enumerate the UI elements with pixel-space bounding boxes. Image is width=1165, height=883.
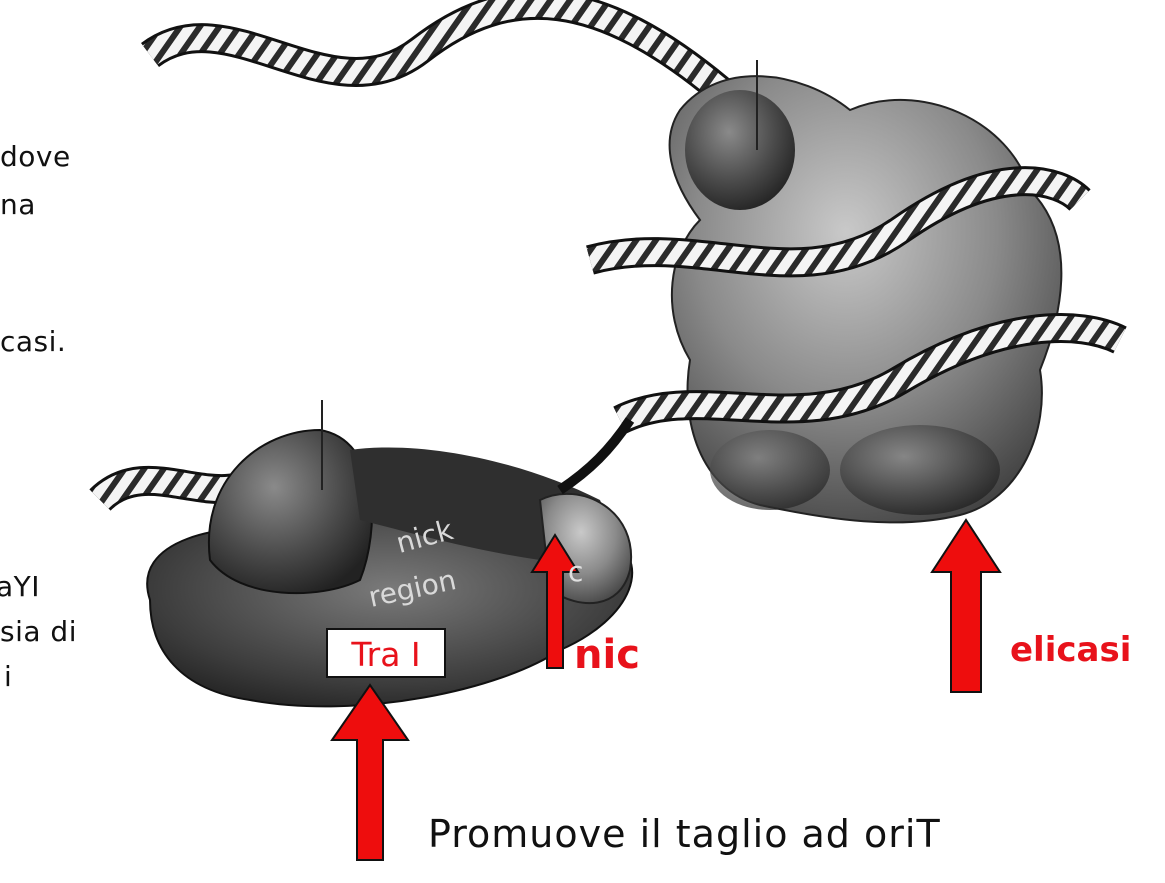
left-text-line-4: aYI <box>0 570 40 603</box>
left-text-line-2: na <box>0 188 36 221</box>
dna-connector <box>560 420 630 490</box>
helicase-protein <box>670 60 1062 522</box>
nic-partial-label: c <box>568 555 583 588</box>
left-text-line-5: sia di <box>0 615 77 648</box>
elicasi-label: elicasi <box>1010 630 1131 670</box>
arrow-elicasi <box>932 520 1000 692</box>
arrow-tra-i <box>332 685 408 860</box>
label-cover-top <box>710 0 800 60</box>
caption-text: Promuove il taglio ad oriT <box>428 812 941 856</box>
label-cover-middle <box>230 330 380 400</box>
left-text-line-3: casi. <box>0 325 66 358</box>
left-text-line-6: i <box>4 660 12 693</box>
left-text-line-1: dove <box>0 140 71 173</box>
tra-i-label: Tra I <box>326 628 446 678</box>
nic-label: nic <box>574 632 640 678</box>
dna-helix-top <box>150 5 720 90</box>
